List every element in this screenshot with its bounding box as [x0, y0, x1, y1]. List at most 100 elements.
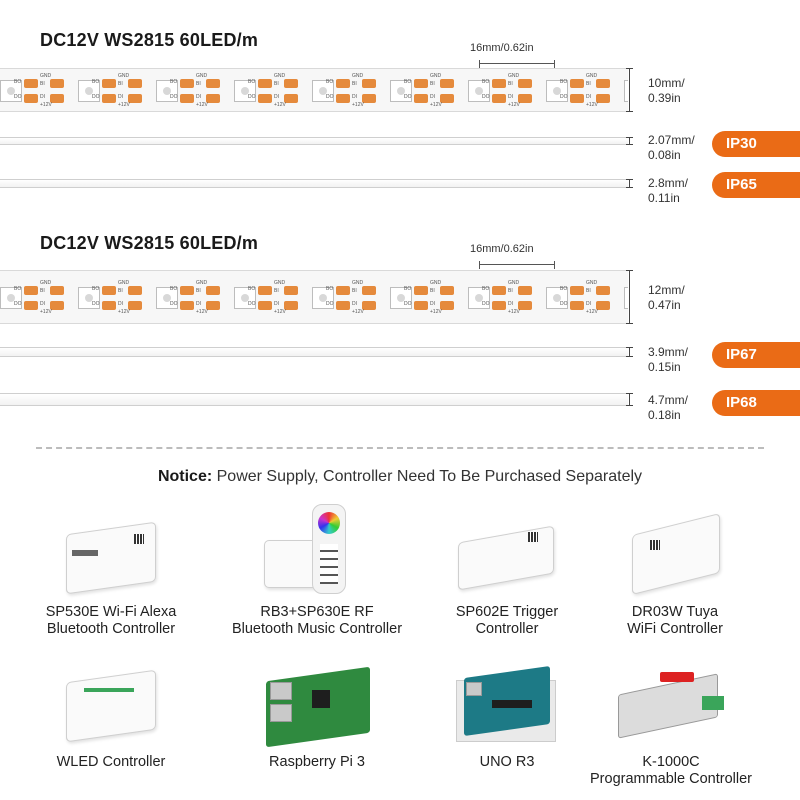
pitch-marker-2: [479, 261, 555, 269]
caption-line: Programmable Controller: [590, 771, 752, 787]
strip-ip68-profile: [0, 393, 628, 406]
pad-label: +12V: [508, 309, 520, 315]
pad-label: GND: [274, 73, 286, 79]
ip65-badge: IP65: [712, 172, 800, 198]
pad-label: BO: [92, 286, 100, 292]
pad-label: GND: [118, 280, 130, 286]
solder-pad: [206, 286, 220, 295]
notice-message: Power Supply, Controller Need To Be Purc…: [212, 468, 643, 485]
solder-pad: [24, 79, 38, 88]
pad-label: BI: [196, 81, 201, 87]
pad-label: +12V: [586, 309, 598, 315]
pad-label: +12V: [430, 309, 442, 315]
pad-label: DI: [508, 301, 513, 307]
led-chip: [390, 80, 412, 102]
notice-label: Notice:: [157, 468, 213, 485]
solder-pad: [518, 94, 532, 103]
pad-label: BO: [326, 79, 334, 85]
pad-label: DI: [352, 301, 357, 307]
strip-ip67-profile: [0, 347, 628, 357]
pad-label: GND: [430, 73, 442, 79]
caption-line: WiFi Controller: [627, 621, 723, 637]
led-chip: [312, 80, 334, 102]
thickness-ip67-in: 0.15in: [648, 360, 681, 374]
section-1-title: DC12V WS2815 60LED/m: [40, 30, 259, 50]
pad-label: DI: [430, 301, 435, 307]
pad-label: GND: [430, 280, 442, 286]
led-chip: [468, 287, 490, 309]
caption-line: Controller: [475, 621, 539, 637]
pad-label: BI: [430, 81, 435, 87]
pad-label: BI: [586, 81, 591, 87]
pad-label: DI: [196, 94, 201, 100]
pad-label: GND: [508, 280, 520, 286]
ip30-badge: IP30: [712, 131, 800, 157]
pad-label: BI: [196, 288, 201, 294]
thickness-ip68: 4.7mm/ 0.18in: [648, 393, 688, 423]
section-2-title: DC12V WS2815 60LED/m: [40, 233, 259, 253]
pad-label: +12V: [196, 309, 208, 315]
product-rb3-sp630e: RB3+SP630E RF Bluetooth Music Controller: [222, 504, 412, 638]
solder-pad: [440, 301, 454, 310]
product-sp602e: SP602E Trigger Controller: [412, 510, 602, 638]
pad-label: DI: [40, 301, 45, 307]
solder-pad: [24, 301, 38, 310]
solder-pad: [102, 94, 116, 103]
pad-label: GND: [196, 280, 208, 286]
pad-label: DO: [404, 94, 412, 100]
solder-pad: [128, 301, 142, 310]
pad-label: DO: [248, 94, 256, 100]
product-caption: DR03W Tuya WiFi Controller: [580, 604, 770, 638]
pad-label: +12V: [274, 309, 286, 315]
pad-label: DI: [274, 94, 279, 100]
product-caption: K-1000C Programmable Controller: [576, 754, 766, 788]
pad-label: GND: [586, 73, 598, 79]
led-chip: [234, 80, 256, 102]
pad-label: BO: [404, 79, 412, 85]
pad-label: +12V: [586, 102, 598, 108]
pitch-marker-1: [479, 60, 555, 68]
caption-line: Bluetooth Controller: [46, 621, 176, 637]
solder-pad: [440, 286, 454, 295]
solder-pad: [336, 94, 350, 103]
strip-width-1: 10mm/ 0.39in: [648, 76, 685, 106]
led-chip: [624, 80, 628, 102]
led-chip: [390, 287, 412, 309]
pad-label: DI: [586, 94, 591, 100]
led-chip: [0, 287, 22, 309]
pad-label: BI: [118, 81, 123, 87]
solder-pad: [180, 94, 194, 103]
solder-pad: [128, 94, 142, 103]
led-chip: [156, 287, 178, 309]
strip-width-1-mm: 10mm/: [648, 76, 685, 90]
caption-line: SP530E Wi-Fi Alexa: [45, 604, 177, 620]
pad-label: BO: [482, 286, 490, 292]
product-caption: UNO R3: [412, 754, 602, 771]
solder-pad: [570, 301, 584, 310]
raspberry-pi-board-icon: [262, 660, 372, 750]
pad-label: BI: [586, 288, 591, 294]
rf-remote-controller-icon: [262, 504, 372, 600]
wifi-controller-icon: [620, 510, 730, 600]
pad-label: +12V: [118, 102, 130, 108]
trigger-controller-icon: [452, 510, 562, 600]
pad-label: BI: [352, 288, 357, 294]
solder-pad: [180, 286, 194, 295]
pad-label: BI: [40, 81, 45, 87]
led-chip: [234, 287, 256, 309]
solder-pad: [492, 79, 506, 88]
pad-label: +12V: [352, 309, 364, 315]
pad-label: BO: [14, 286, 22, 292]
strip-ip65-profile: [0, 179, 628, 188]
solder-pad: [284, 94, 298, 103]
pad-label: BO: [170, 79, 178, 85]
solder-pad: [362, 79, 376, 88]
